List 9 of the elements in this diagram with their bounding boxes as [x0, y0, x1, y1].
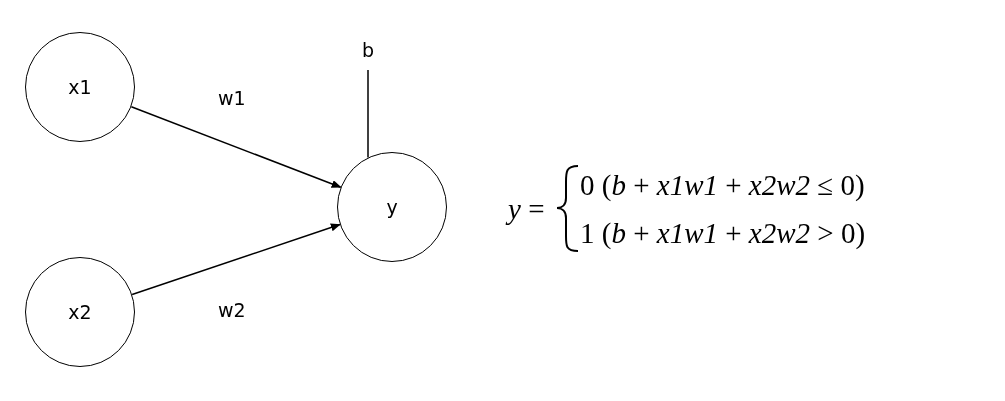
bias-label: b	[357, 36, 379, 64]
formula-case: 0 (b + x1w1 + x2w2 ≤ 0)	[580, 168, 865, 203]
arrow	[131, 223, 341, 296]
formula-case: 1 (b + x1w1 + x2w2 > 0)	[580, 216, 866, 251]
connector-line	[367, 69, 369, 159]
arrow	[130, 106, 342, 188]
node-label: x1	[68, 74, 92, 100]
node-label: y	[386, 194, 398, 220]
node-label: x2	[68, 299, 92, 325]
